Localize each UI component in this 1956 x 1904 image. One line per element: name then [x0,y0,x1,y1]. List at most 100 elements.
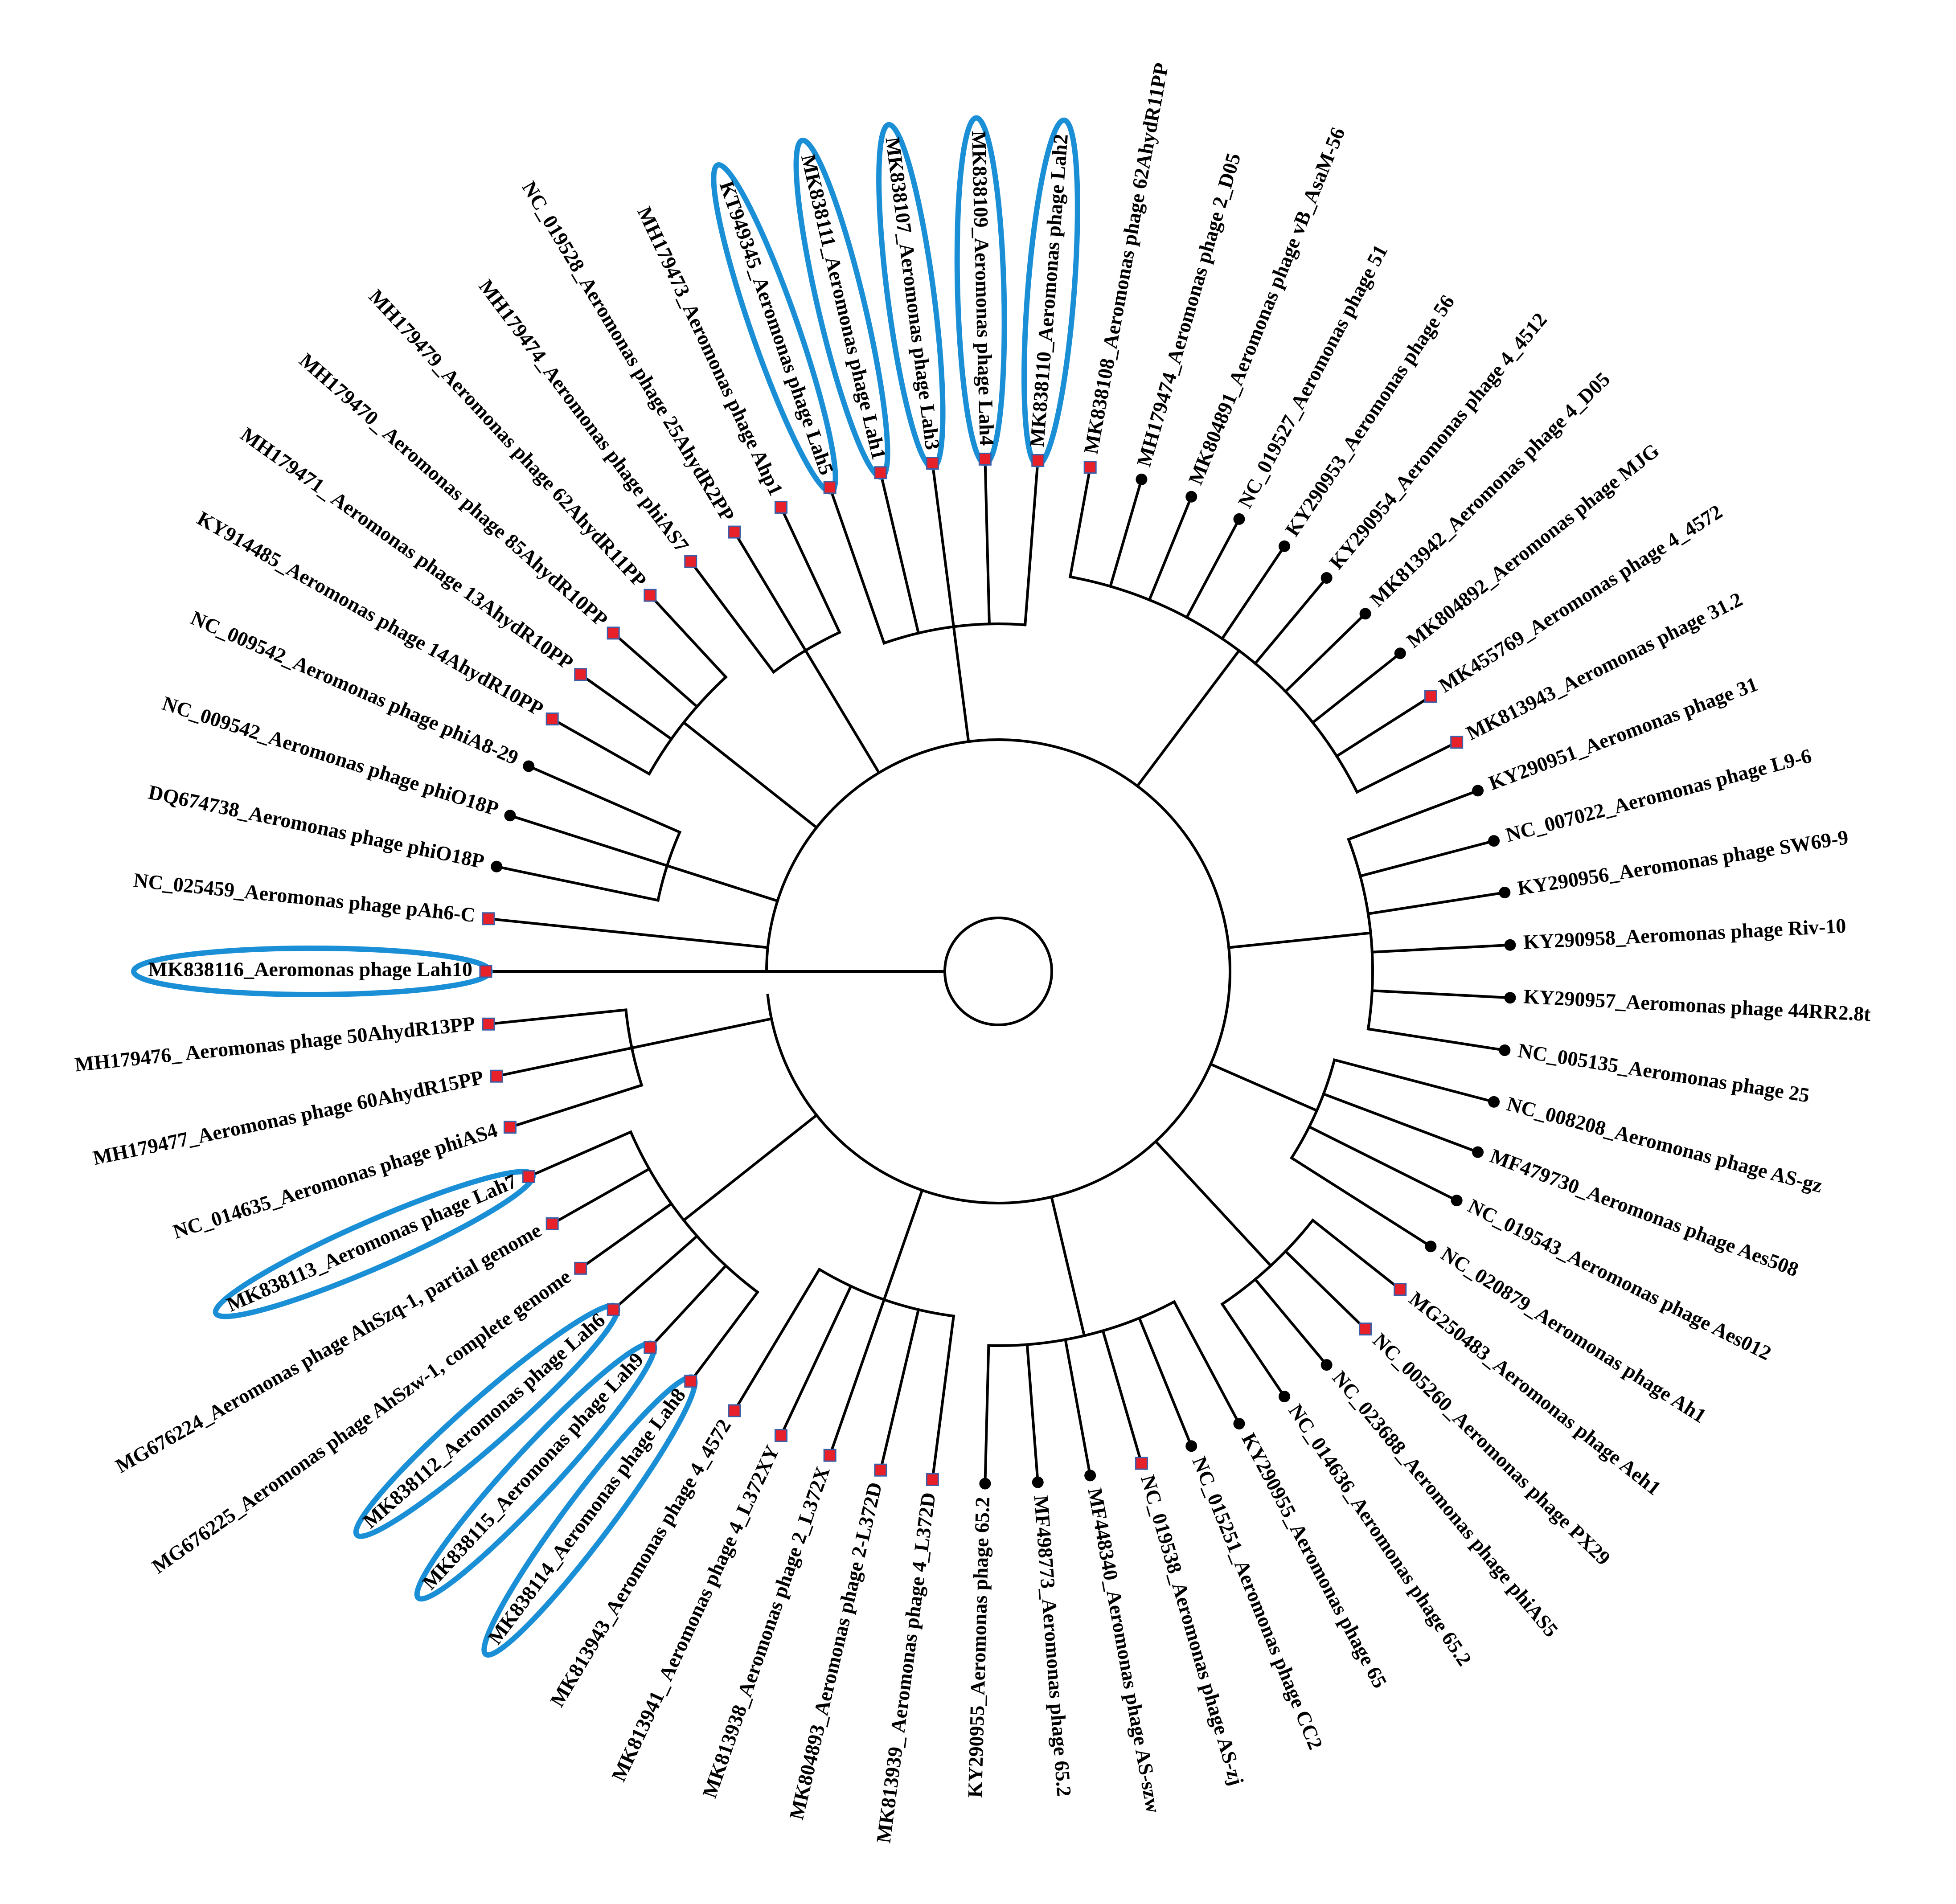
leaf-marker-square [684,555,697,568]
leaf-branch [1064,1338,1092,1477]
leaf-branch [1290,1156,1433,1249]
leaf-marker-square [1450,736,1464,749]
leaf-branch [1137,1316,1193,1448]
leaf-marker-dot [1488,1096,1500,1108]
leaf-branch [1370,943,1512,954]
leaf-marker-square [728,1404,741,1417]
leaf-branch [1185,517,1241,619]
leaf-branch [1311,1218,1402,1291]
leaf-branch [1366,1027,1506,1052]
clade-stem [682,721,819,830]
leaf-marker-square [482,912,495,925]
clade-arc [1220,1218,1315,1306]
leaf-marker-dot [1488,835,1500,847]
leaf-branch [732,1267,821,1413]
leaf-label: MK813943_Aeromonas phage 31.2 [1463,588,1746,745]
leaf-branch [508,814,669,868]
leaf-marker-dot [504,810,516,822]
leaf-marker-dot [1394,647,1406,659]
clade-stem [682,1113,819,1222]
leaf-marker-dot [1320,1359,1333,1371]
leaf-marker-dot [523,760,535,772]
leaf-label: MK838116_Aeromonas phage Lah10 [148,958,472,981]
leaf-branch [879,471,920,635]
leaf-branch [1283,1249,1367,1331]
leaf-branch [879,1308,920,1472]
clade-stem [1153,1139,1273,1268]
leaf-label: KY290957_Aeromonas phage 44RR2.8t [1523,985,1871,1025]
leaf-branch [611,631,699,709]
clade-stem [804,648,881,775]
leaf-branch [1253,1277,1329,1367]
leaf-branch [1148,495,1193,602]
clade-stem [882,1188,924,1302]
leaf-label: MK813939_ Aeromonas phage 4_L372D [872,1491,940,1844]
leaf-marker-dot [1504,939,1516,951]
clade-stem [1209,1062,1319,1113]
leaf-marker-dot [1233,1418,1245,1430]
leaf-marker-square [926,457,939,470]
leaf-branch [828,1298,886,1457]
leaf-branch [1172,1300,1241,1426]
leaf-label: KY290953_Aeromonas phage 56 [1280,291,1459,540]
clade-stem [630,1017,773,1050]
tree-leaves: MK838116_Aeromonas phage Lah10NC_025459_… [74,61,1871,1844]
leaf-branch [487,1008,627,1026]
leaf-marker-square [1424,690,1437,703]
leaf-marker-square [490,1069,503,1083]
leaf-label: KY290958_Aeromonas phage Riv-10 [1523,914,1847,954]
leaf-marker-square [607,626,620,640]
leaf-branch [1307,1125,1459,1203]
leaf-marker-square [774,1429,787,1442]
leaf-marker-dot [1185,491,1197,503]
leaf-marker-dot [1136,473,1148,485]
leaf-marker-square [874,1463,887,1477]
leaf-branch [779,1284,853,1437]
leaf-marker-square [926,1473,939,1486]
leaf-branch [1023,459,1039,626]
clade-arc [1290,1058,1336,1160]
leaf-marker-dot [1084,1470,1096,1482]
leaf-label: NC_019543_Aeromonas phage Aes012 [1464,1194,1775,1364]
leaf-branch [578,1202,673,1270]
leaf-marker-square [644,589,657,602]
leaf-marker-dot [1472,785,1484,797]
leaf-branch [1283,612,1367,694]
clade-stem [1135,648,1241,788]
leaf-label: MH179476_ Aeromonas phage 50AhydR13PP [74,1012,476,1076]
leaf-label: KY290955_Aeromonas phage 65 [1237,1429,1391,1691]
leaf-branch [1366,891,1506,916]
leaf-branch [527,764,682,834]
leaf-marker-square [522,1170,535,1183]
leaf-marker-dot [1504,992,1516,1004]
leaf-marker-dot [491,860,503,872]
leaf-marker-square [1083,461,1097,474]
leaf-branch [1333,1058,1496,1104]
leaf-branch [779,505,841,635]
leaf-marker-square [728,525,741,539]
leaf-branch [1108,478,1144,588]
leaf-branch [550,717,651,776]
leaf-branch [1311,651,1402,725]
leaf-branch [611,1234,699,1312]
tree-branches [484,458,1512,1485]
leaf-branch [732,530,808,652]
leaf-label: NC_005135_Aeromonas phage 25 [1517,1039,1811,1107]
leaf-marker-square [607,1303,620,1316]
leaf-branch [648,593,728,679]
leaf-branch [487,917,627,934]
leaf-marker-square [482,1017,495,1031]
leaf-marker-square [978,452,992,466]
leaf-marker-dot [1451,1195,1463,1207]
leaf-label: MK838110_Aeromonas phage Lah2 [1025,133,1072,448]
clade-stem [1227,931,1372,949]
clade-stem [624,931,770,949]
leaf-marker-dot [1499,887,1511,899]
clade-arc [629,1130,760,1294]
leaf-branch [508,1083,644,1129]
leaf-marker-dot [1278,1391,1290,1403]
leaf-branch [828,486,886,645]
leaf-marker-dot [1499,1044,1511,1056]
leaf-marker-square [823,481,837,494]
